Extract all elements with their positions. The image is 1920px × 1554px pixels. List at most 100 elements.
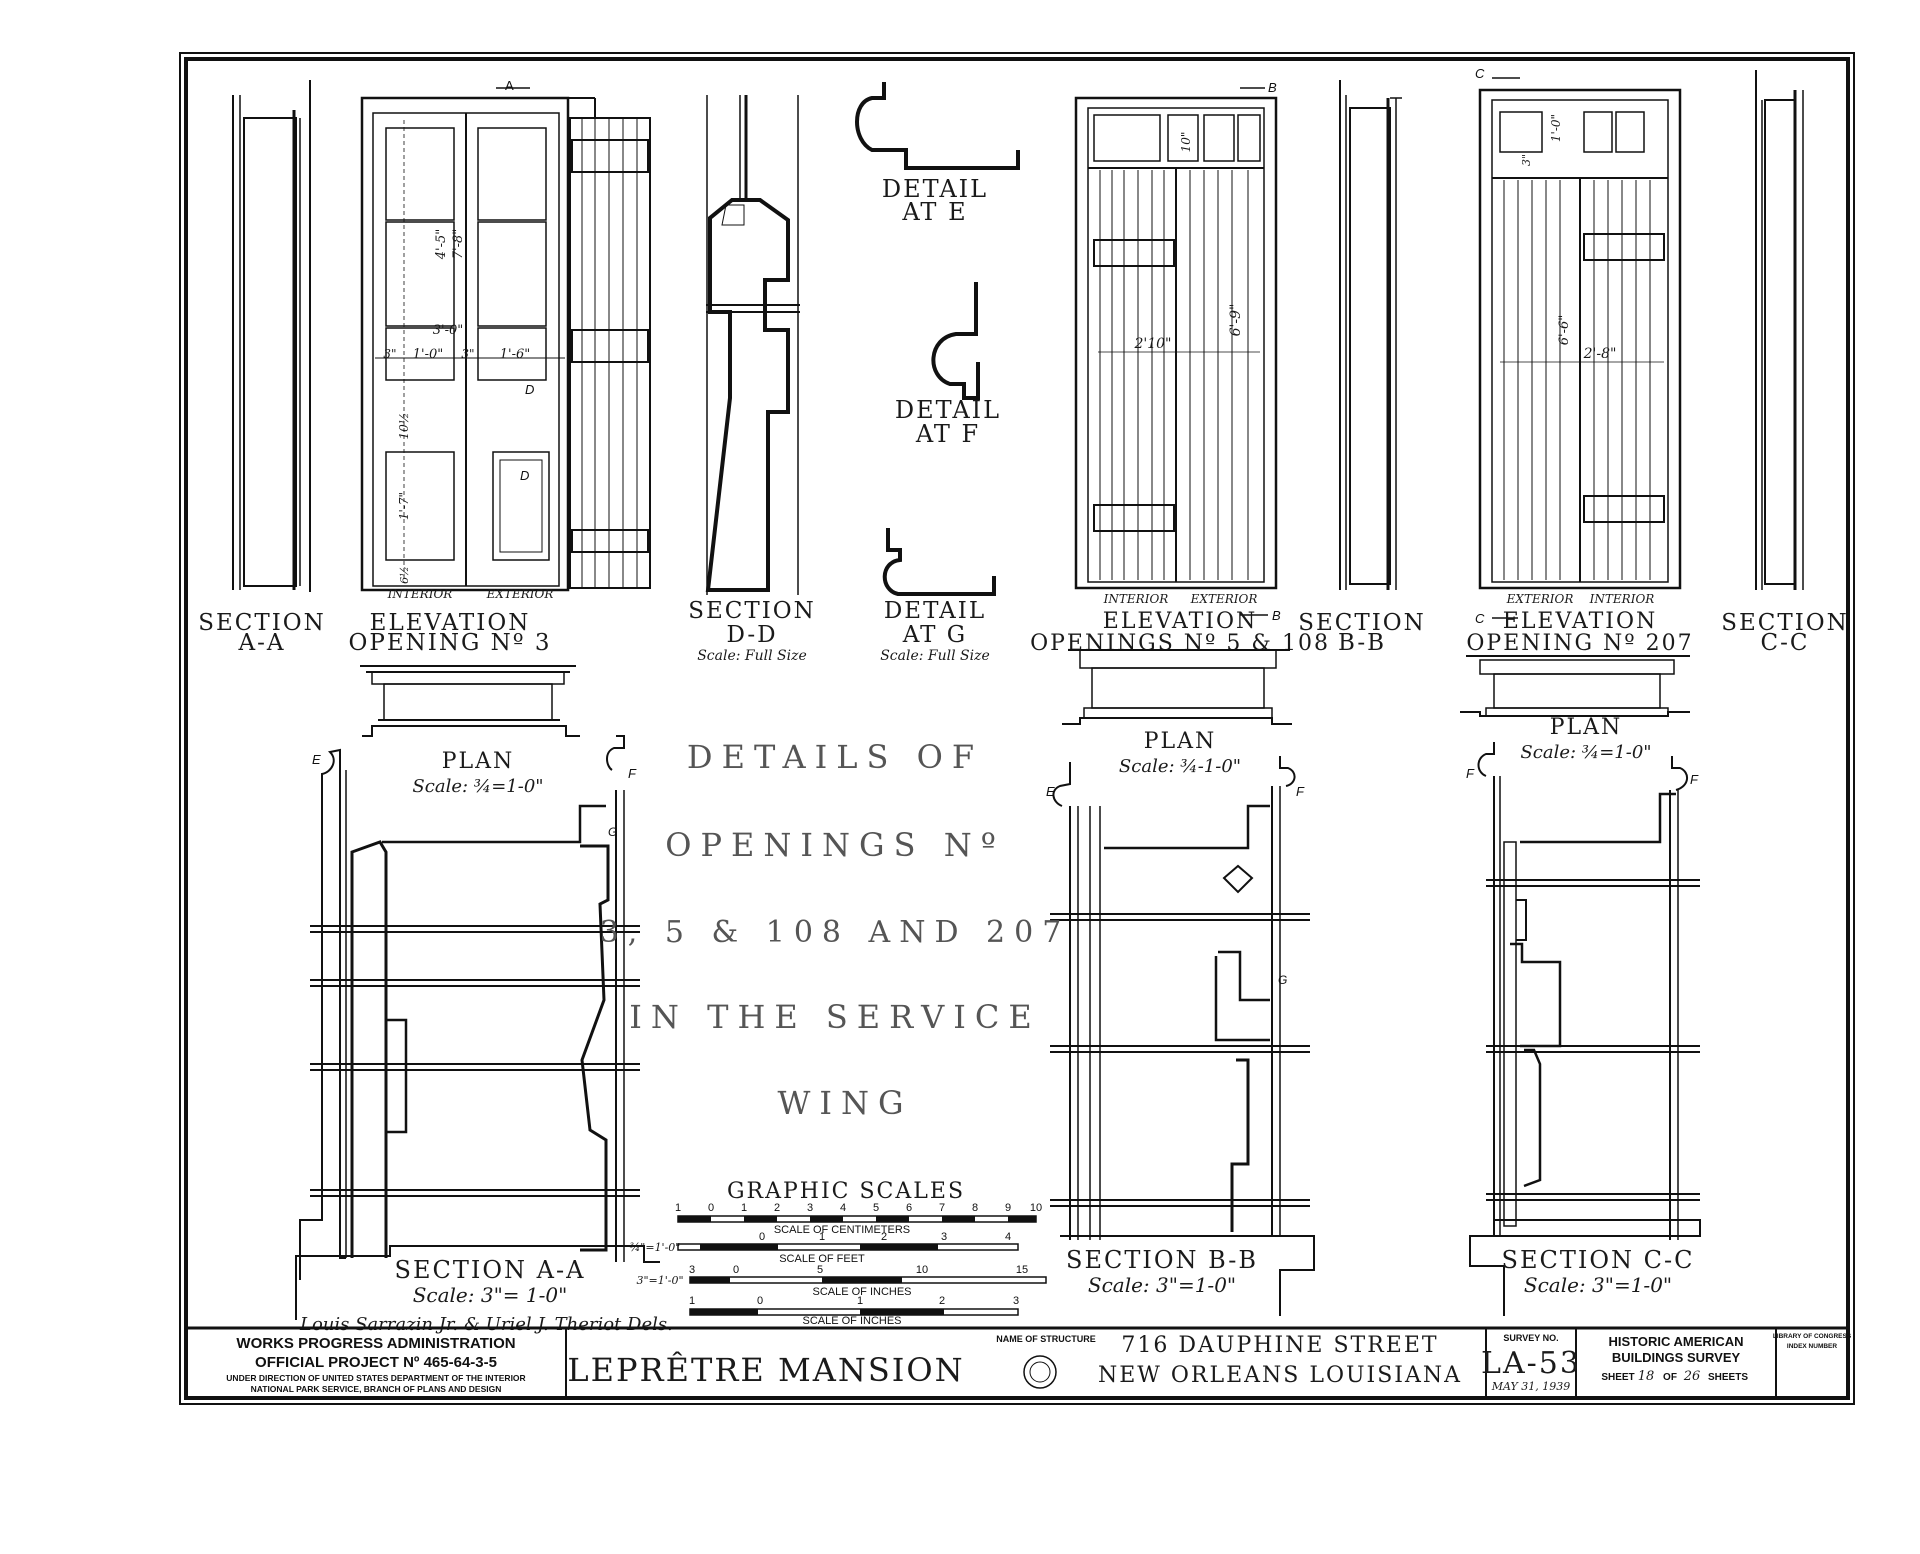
plan-right-drawing	[1460, 655, 1690, 717]
scale-inches-label: SCALE OF INCHES	[802, 1315, 901, 1327]
scale-inches-3	[689, 1276, 1047, 1284]
center-title-line-1: DETAILS OF	[687, 738, 983, 776]
mark-g-mid: G	[1278, 973, 1287, 987]
section-aa-top-sub: A-A	[238, 630, 286, 656]
detail-f-label: DETAIL	[895, 396, 1001, 424]
feet-tick-2: 2	[881, 1231, 887, 1243]
sheet-number: 18	[1638, 1369, 1655, 1384]
mark-d-elev3: D	[525, 382, 534, 397]
scale-inches	[689, 1308, 1019, 1316]
section-dd-label: SECTION	[688, 598, 816, 624]
dim-elev3-rail: 6½	[398, 566, 411, 584]
cm-tick-6: 5	[873, 1202, 879, 1214]
section-bb-large-scale: Scale: 3"=1-0"	[1088, 1273, 1236, 1297]
cm-tick-8: 7	[939, 1202, 945, 1214]
elevation-opening-5-108-drawing	[1074, 87, 1278, 616]
feet-tick-3: 3	[941, 1231, 947, 1243]
elev207-interior-label: INTERIOR	[1589, 592, 1655, 606]
loc-line-2: INDEX NUMBER	[1787, 1343, 1838, 1350]
loc-line-1: LIBRARY OF CONGRESS	[1773, 1333, 1852, 1340]
section-cc-large-drawing	[1469, 742, 1701, 1316]
detail-e-sub: AT E	[901, 198, 967, 226]
inches3-tick-2: 5	[817, 1264, 823, 1276]
scale-feet-prefix: ¾"=1'-0"	[630, 1241, 681, 1254]
habs-line-1: HISTORIC AMERICAN	[1608, 1334, 1743, 1349]
address-line-1: 716 DAUPHINE STREET	[1121, 1333, 1438, 1358]
scale-inches3-label: SCALE OF INCHES	[812, 1286, 911, 1298]
detail-f-sub: AT F	[915, 420, 980, 448]
elevation-207-label: ELEVATION	[1503, 609, 1657, 634]
inches3-tick-1: 0	[733, 1264, 739, 1276]
elevation-3-sub: OPENING Nº 3	[348, 630, 551, 656]
scale-feet-label: SCALE OF FEET	[779, 1253, 865, 1265]
wpa-line-4: NATIONAL PARK SERVICE, BRANCH OF PLANS A…	[251, 1384, 502, 1394]
section-aa-top-label: SECTION	[198, 610, 326, 636]
detail-g-scale: Scale: Full Size	[880, 648, 990, 664]
cm-tick-9: 8	[972, 1202, 978, 1214]
wpa-line-1: WORKS PROGRESS ADMINISTRATION	[236, 1335, 515, 1352]
elevation-opening-207-drawing	[1478, 77, 1682, 619]
cm-tick-11: 10	[1030, 1202, 1042, 1214]
elevation-5-sub: OPENINGS Nº 5 & 108	[1030, 631, 1330, 656]
elev3-exterior-label: EXTERIOR	[486, 587, 554, 601]
plan-mid-drawing	[1062, 649, 1292, 725]
elevation-5-label: ELEVATION	[1103, 609, 1257, 634]
section-aa-large-label: SECTION A-A	[395, 1256, 586, 1284]
cm-tick-3: 2	[774, 1202, 780, 1214]
wpa-line-2: OFFICIAL PROJECT Nº 465-64-3-5	[255, 1354, 497, 1371]
dim-elev3-width: 3'-0"	[433, 323, 464, 338]
mark-f-right-a: F	[1466, 766, 1475, 781]
sheet-of: OF	[1663, 1372, 1677, 1383]
address-line-2: NEW ORLEANS LOUISIANA	[1098, 1363, 1462, 1388]
survey-seal	[1023, 1355, 1057, 1389]
dim-elev3-stile-a: 3"	[383, 347, 396, 361]
scale-centimeters-ticks: 1 0 1 2 3 4 5 6 7 8 9 10	[675, 1202, 1042, 1214]
dim-elev207-transom-b: 3"	[1520, 154, 1533, 166]
dim-elev3-leaf-a: 1'-0"	[413, 347, 444, 362]
mark-b-top: B	[1268, 80, 1277, 95]
scale-centimeters	[677, 1215, 1037, 1223]
mark-b-bottom: B	[1272, 608, 1281, 623]
scale-inches3-prefix: 3"=1'-0"	[636, 1274, 683, 1287]
dim-elev5-transom: 10"	[1179, 132, 1193, 153]
section-aa-top-drawing	[232, 80, 311, 592]
dim-elev3-total: 7'-8"	[451, 229, 466, 260]
graphic-scales-title: GRAPHIC SCALES	[727, 1179, 965, 1204]
mark-e-left: E	[312, 752, 321, 767]
detail-f-profile	[931, 282, 980, 400]
mark-f-left: F	[628, 766, 637, 781]
dim-elev207-transom-a: 1'-0"	[1549, 114, 1563, 142]
section-cc-top-drawing	[1755, 70, 1804, 590]
plan-mid-scale: Scale: ¾-1-0"	[1119, 756, 1241, 777]
name-of-structure-caption: NAME OF STRUCTURE	[996, 1334, 1096, 1344]
plan-mid-label: PLAN	[1144, 729, 1217, 754]
detail-g-sub: AT G	[902, 622, 967, 648]
survey-date: MAY 31, 1939	[1491, 1380, 1571, 1393]
sheet-inner-border	[184, 57, 1850, 1400]
dim-elev3-mid: 10½	[397, 413, 411, 440]
elevation-207-sub: OPENING Nº 207	[1466, 631, 1693, 656]
cm-tick-7: 6	[906, 1202, 912, 1214]
mark-e-mid: E	[1046, 784, 1055, 799]
cm-tick-2: 1	[741, 1202, 747, 1214]
mark-f-right-b: F	[1690, 772, 1699, 787]
detail-g-label: DETAIL	[884, 598, 986, 624]
delineators-signature: Louis Sarrazin Jr. & Uriel J. Theriot De…	[299, 1314, 673, 1335]
cm-tick-10: 9	[1005, 1202, 1011, 1214]
section-dd-scale: Scale: Full Size	[697, 648, 807, 664]
elev3-interior-label: INTERIOR	[387, 587, 453, 601]
mark-c-top: C	[1475, 66, 1485, 81]
inches-tick-2: 1	[857, 1295, 863, 1307]
center-title-line-5: WING	[777, 1084, 912, 1122]
center-title-line-2: OPENINGS Nº	[665, 826, 1004, 864]
cm-tick-4: 3	[807, 1202, 813, 1214]
section-aa-large-scale: Scale: 3"= 1-0"	[413, 1283, 568, 1307]
plan-right-label: PLAN	[1550, 715, 1623, 740]
cm-tick-1: 0	[708, 1202, 714, 1214]
elevation-3-label: ELEVATION	[370, 610, 531, 636]
inches-tick-1: 0	[757, 1295, 763, 1307]
section-cc-top-sub: C-C	[1761, 630, 1810, 656]
inches3-tick-3: 10	[916, 1264, 928, 1276]
center-title-line-4: IN THE SERVICE	[629, 998, 1040, 1036]
